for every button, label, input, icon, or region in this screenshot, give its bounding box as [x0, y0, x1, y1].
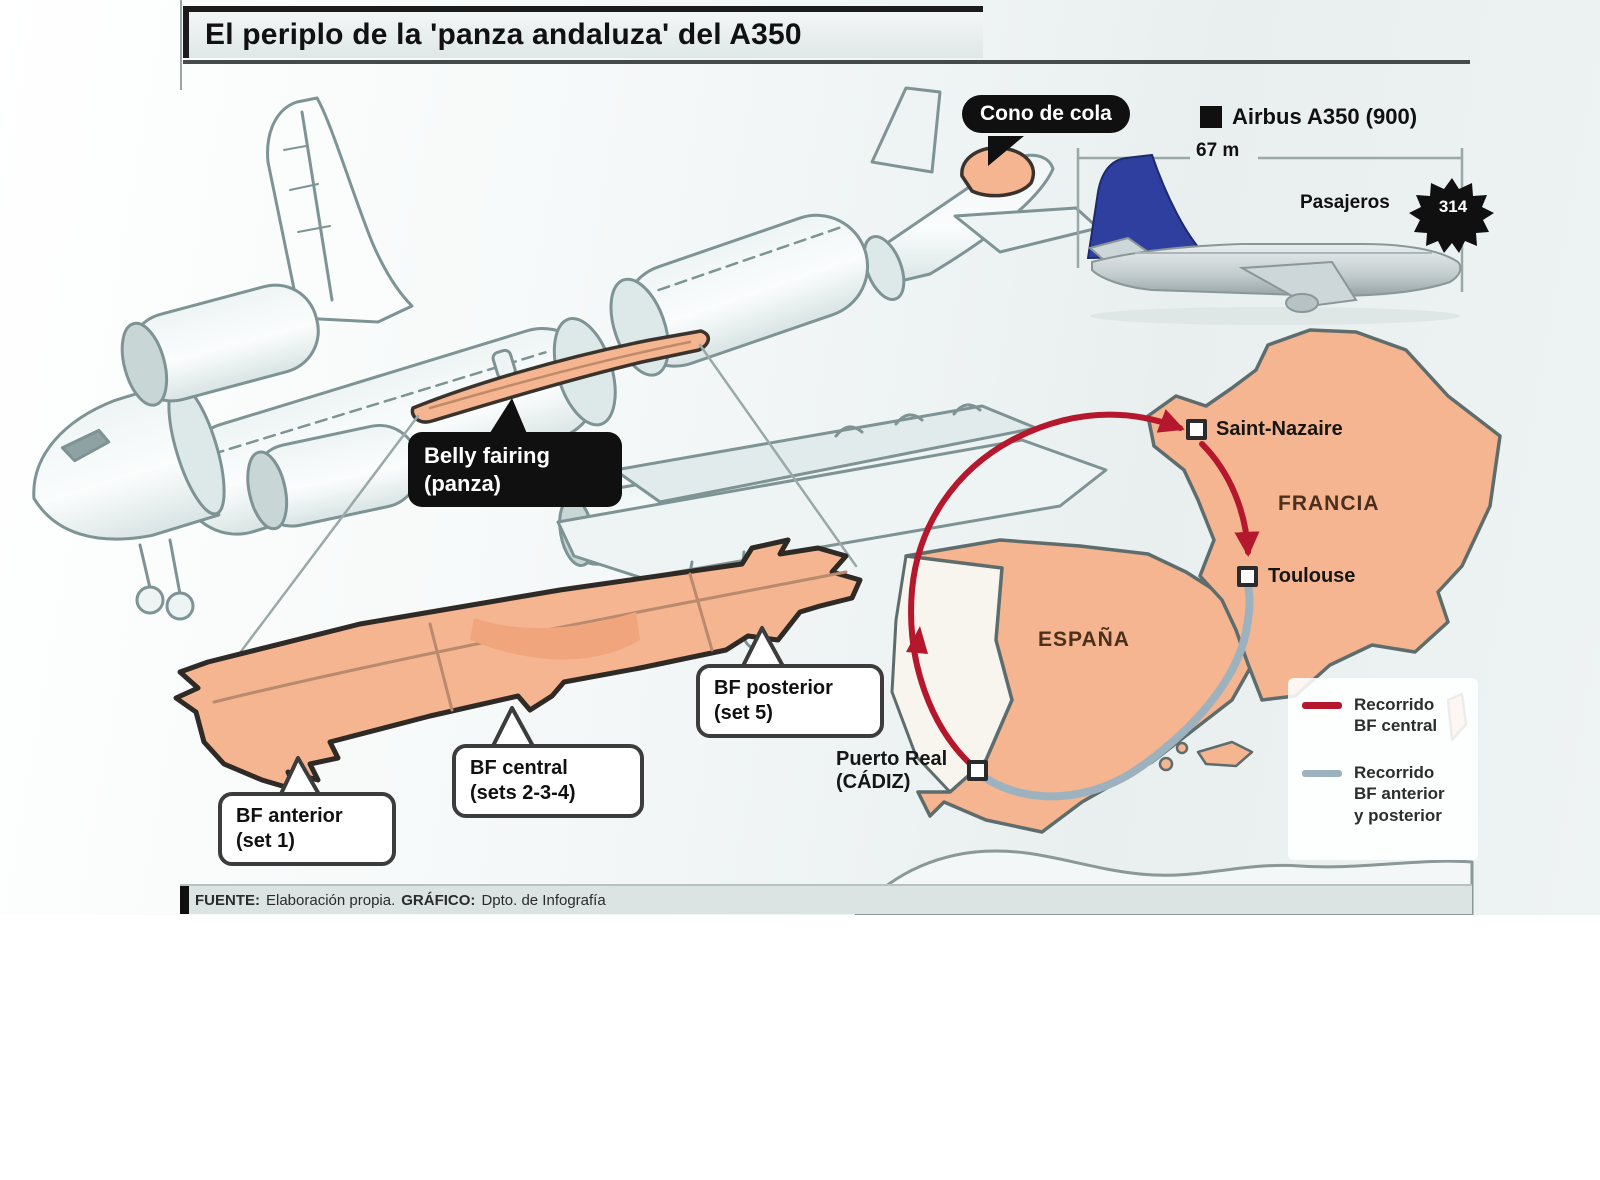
aircraft-model: Airbus A350 (900): [1232, 104, 1418, 129]
route-bf-central-france: [1199, 441, 1260, 558]
vertical-fin: [266, 96, 414, 324]
engine-2: [246, 423, 421, 531]
route-mid-arrow: [906, 626, 928, 654]
marker-toulouse: [1237, 566, 1258, 587]
a350-silhouette: [1086, 153, 1462, 313]
exploded-aircraft-drawing: [32, 86, 1108, 798]
country-label-espana: ESPAÑA: [1038, 628, 1130, 651]
title-underline: [183, 60, 1470, 64]
aircraft-spec: Airbus A350 (900): [1200, 104, 1417, 130]
credit-label: GRÁFICO:: [401, 891, 476, 909]
bf-central-callout: BF central (sets 2-3-4): [452, 744, 644, 818]
route-bf-anterior-posterior: [981, 582, 1254, 801]
source-value: Elaboración propia.: [266, 891, 396, 909]
belly-fairing-callout: Belly fairing (panza): [408, 432, 622, 507]
route-bf-central-atlantic: [908, 409, 1185, 773]
length-dimension: 67 m: [1196, 140, 1240, 161]
engine-1: [120, 283, 320, 407]
blue-tail-fin: [1086, 153, 1209, 260]
country-label-francia: FRANCIA: [1278, 492, 1380, 515]
marker-saint-nazaire: [1186, 419, 1207, 440]
city-label-toulouse: Toulouse: [1268, 565, 1356, 587]
source-bar: FUENTE: Elaboración propia. GRÁFICO: Dpt…: [180, 884, 1472, 914]
city-markers: [967, 419, 1258, 781]
legend-label-bf-anterior-posterior: Recorrido BF anterior y posterior: [1354, 763, 1445, 825]
nose-section: [32, 379, 226, 541]
source-bar-tick: [180, 886, 189, 914]
city-label-puerto-real: Puerto Real (CÁDIZ): [836, 748, 948, 793]
tail-cone-callout: Cono de cola: [962, 95, 1130, 133]
source-label: FUENTE:: [195, 891, 260, 909]
city-label-saint-nazaire: Saint-Nazaire: [1216, 418, 1343, 440]
enlarged-belly-fairing: [173, 537, 863, 793]
airbus-bullet-icon: [1200, 106, 1222, 128]
left-hairline: [180, 0, 182, 90]
legend-label-bf-central: Recorrido BF central: [1354, 695, 1438, 736]
plane-shadow: [1090, 307, 1460, 325]
passengers-badge-icon: [1409, 178, 1494, 253]
legend-item-bf-central: Recorrido BF central: [1302, 694, 1437, 737]
title-bar: El periplo de la 'panza andaluza' del A3…: [183, 6, 983, 58]
legend-swatch-gray: [1302, 770, 1342, 777]
bf-anterior-callout: BF anterior (set 1): [218, 792, 396, 866]
passengers-value: 314: [1438, 197, 1468, 216]
nose-landing-gear: [135, 538, 195, 621]
tail-cone-piece: [960, 146, 1035, 198]
legend-item-bf-anterior-posterior: Recorrido BF anterior y posterior: [1302, 762, 1445, 826]
spec-drawing: [1076, 148, 1494, 325]
black-label-pointers: [488, 136, 1024, 436]
spain-shape: [904, 538, 1268, 834]
belly-fairing-piece: [410, 329, 710, 424]
passengers-label: Pasajeros: [1300, 192, 1390, 213]
credit-value: Dpto. de Infografía: [481, 891, 606, 909]
bf-posterior-callout: BF posterior (set 5): [696, 664, 884, 738]
legend-swatch-red: [1302, 702, 1342, 709]
marker-puerto-real: [967, 760, 988, 781]
page-title: El periplo de la 'panza andaluza' del A3…: [205, 18, 802, 51]
